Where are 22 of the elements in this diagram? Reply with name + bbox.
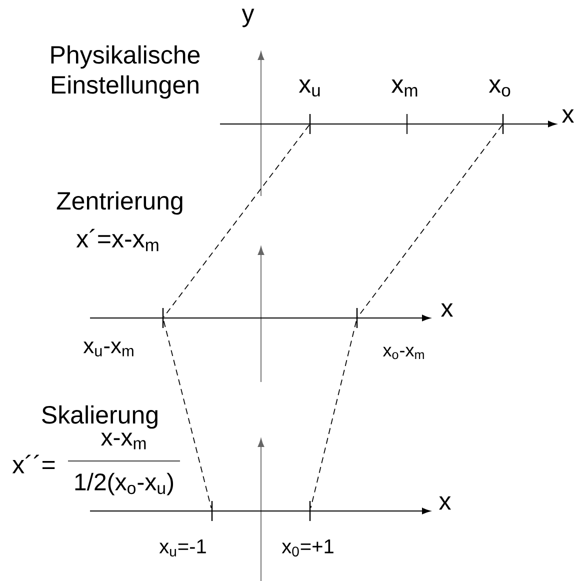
tick-mark	[211, 501, 213, 521]
tick-mark	[309, 501, 311, 521]
section-title: Zentrierung	[56, 191, 182, 215]
axis-label: x	[439, 496, 451, 510]
dashed-connector	[357, 124, 503, 318]
tick-mark	[309, 114, 311, 134]
axis-label: y	[242, 8, 254, 28]
tick-mark	[502, 114, 504, 134]
tick-mark	[356, 308, 358, 328]
dashed-connector	[163, 320, 212, 508]
tick-label: x$_{m}$	[392, 80, 418, 96]
tick-mark	[162, 308, 164, 328]
section-title: Skalierung	[42, 405, 158, 429]
tick-label: x$_{u}$-x$_{m}$	[83, 342, 134, 356]
dashed-connector	[163, 124, 310, 318]
axis-label: x	[441, 303, 453, 317]
title-text: Physikalische Einstellungen	[51, 45, 200, 99]
formula-text: x´´=	[12, 454, 55, 474]
tick-label: x$_{u}$=-1	[159, 540, 206, 557]
formula-text: x-x$_{m}$	[101, 432, 146, 450]
dashed-connector	[310, 320, 357, 508]
axis-label: x	[562, 109, 574, 123]
